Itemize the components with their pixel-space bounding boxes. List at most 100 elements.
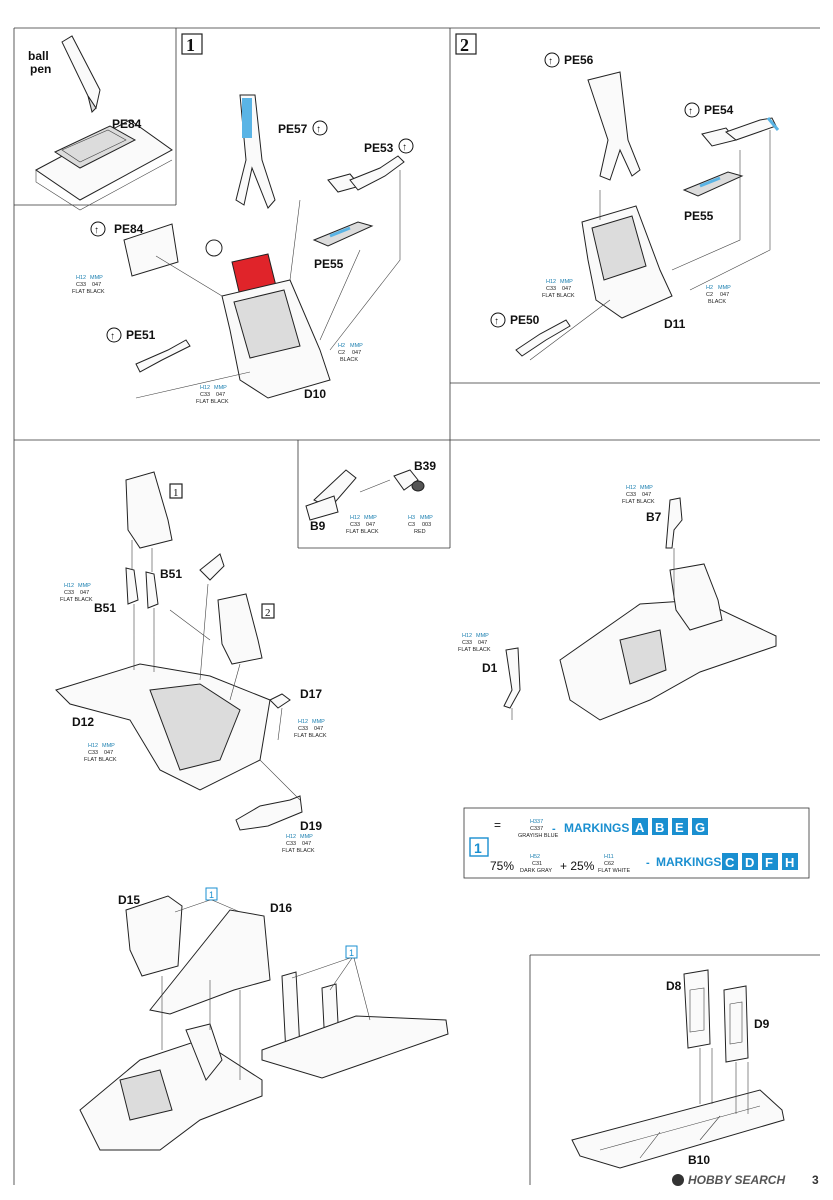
svg-text:DARK GRAY: DARK GRAY	[520, 868, 552, 874]
tool-label-ball: ball	[28, 49, 49, 63]
svg-text:MMP: MMP	[364, 515, 377, 521]
bottom-assembly: D15 1 D16 1	[79, 887, 449, 1151]
svg-text:1: 1	[349, 948, 354, 958]
svg-text:+ 25%: + 25%	[560, 859, 595, 873]
svg-text:MMP: MMP	[718, 285, 731, 291]
svg-text:047: 047	[314, 726, 323, 732]
d1-part	[503, 647, 521, 709]
svg-text:1: 1	[173, 487, 179, 499]
svg-text:C3: C3	[408, 522, 415, 528]
svg-text:H12: H12	[626, 485, 636, 491]
svg-text:MARKINGS: MARKINGS	[564, 821, 629, 835]
svg-text:MMP: MMP	[300, 834, 313, 840]
photo-etch-icon	[684, 102, 700, 118]
pe50-label: PE50	[510, 313, 540, 327]
paint-chip-b39: H3 MMP C3 003 RED	[408, 515, 433, 535]
svg-text:H11: H11	[604, 854, 614, 860]
b51-label-b: B51	[94, 601, 116, 615]
svg-text:MMP: MMP	[78, 583, 91, 589]
svg-text:H2: H2	[706, 285, 713, 291]
cockpit-assembly: 1 2 B51 B51 D12 D17 D19	[55, 471, 322, 833]
svg-text:-: -	[552, 823, 556, 835]
svg-text:047: 047	[478, 640, 487, 646]
svg-text:C33: C33	[350, 522, 360, 528]
b10-plate	[571, 1089, 785, 1169]
paint-chip-d11-a: H12 MMP C33 047 FLAT BLACK	[542, 279, 575, 299]
d10-label: D10	[304, 387, 326, 401]
pe55-pad	[682, 171, 744, 197]
svg-text:H12: H12	[76, 275, 86, 281]
svg-text:H12: H12	[298, 719, 308, 725]
svg-text:MMP: MMP	[214, 385, 227, 391]
svg-text:047: 047	[104, 750, 113, 756]
pe57-belt	[235, 94, 276, 209]
step-2-panel: 2	[455, 33, 477, 55]
photo-etch-icon	[490, 312, 506, 328]
b51-right	[145, 571, 159, 609]
svg-text:H337: H337	[530, 819, 543, 825]
paint-chip-b51: H12 MMP C33 047 FLAT BLACK	[60, 583, 93, 603]
paint-chip-b7: H12 MMP C33 047 FLAT BLACK	[622, 485, 655, 505]
b10-label: B10	[688, 1153, 710, 1167]
photo-etch-icon	[398, 138, 414, 154]
svg-text:MMP: MMP	[476, 633, 489, 639]
pe56-belt	[587, 71, 641, 181]
svg-text:MARKINGS: MARKINGS	[656, 855, 721, 869]
paint-chip-b9: H12 MMP C33 047 FLAT BLACK	[346, 515, 379, 535]
cockpit-final	[79, 1039, 263, 1151]
svg-text:MMP: MMP	[312, 719, 325, 725]
d16-label: D16	[270, 901, 292, 915]
b39-part	[393, 469, 419, 491]
d17-part	[269, 693, 291, 709]
svg-text:1: 1	[474, 840, 482, 856]
d15-label: D15	[118, 893, 140, 907]
svg-text:RED: RED	[414, 529, 426, 535]
svg-text:047: 047	[720, 292, 729, 298]
step-2-assembly: ↑ PE56 ↑ PE54 PE55 D11 ↑ PE50	[490, 52, 780, 361]
svg-text:MMP: MMP	[102, 743, 115, 749]
pe51-strap	[135, 339, 191, 373]
svg-text:FLAT BLACK: FLAT BLACK	[196, 399, 229, 405]
svg-text:H12: H12	[64, 583, 74, 589]
b39-label: B39	[414, 459, 436, 473]
svg-text:FLAT BLACK: FLAT BLACK	[72, 289, 105, 295]
pe55-pad	[312, 221, 374, 247]
pe51-label: PE51	[126, 328, 156, 342]
floor-plate	[261, 1015, 449, 1079]
svg-text:H12: H12	[462, 633, 472, 639]
pe84-part	[123, 223, 179, 277]
svg-text:1: 1	[209, 890, 214, 900]
svg-text:D: D	[745, 855, 754, 870]
b7-label: B7	[646, 510, 662, 524]
paint-chip-d17: H12 MMP C33 047 FLAT BLACK	[294, 719, 327, 739]
svg-text:MMP: MMP	[90, 275, 103, 281]
svg-text:H12: H12	[546, 279, 556, 285]
paint-chip-d10-a: H12 MMP C33 047 FLAT BLACK	[72, 275, 105, 295]
svg-text:FLAT BLACK: FLAT BLACK	[458, 647, 491, 653]
page-number: 3	[812, 1173, 819, 1187]
svg-text:↑: ↑	[402, 142, 407, 153]
svg-text:BLACK: BLACK	[340, 357, 358, 363]
svg-text:FLAT BLACK: FLAT BLACK	[542, 293, 575, 299]
svg-text:047: 047	[562, 286, 571, 292]
svg-text:C33: C33	[286, 841, 296, 847]
detail-circle	[205, 239, 223, 257]
svg-text:H3: H3	[408, 515, 415, 521]
step-1-assembly: PE57 ↑ PE53 ↑ PE55 PE84 ↑ D10 PE51 ↑	[90, 94, 414, 401]
svg-text:MMP: MMP	[560, 279, 573, 285]
paint-chip-d10-b: H2 MMP C2 047 BLACK	[338, 343, 363, 363]
svg-text:H: H	[785, 855, 794, 870]
electronics-panel: D8 D9 B10	[571, 969, 785, 1169]
svg-text:FLAT WHITE: FLAT WHITE	[598, 868, 631, 874]
svg-text:047: 047	[352, 350, 361, 356]
pe84-inset-label: PE84	[112, 117, 142, 131]
svg-text:MMP: MMP	[350, 343, 363, 349]
cockpit-b7-d1: B7 D1	[482, 497, 777, 721]
svg-text:C33: C33	[200, 392, 210, 398]
svg-text:C33: C33	[462, 640, 472, 646]
b51-label-a: B51	[160, 567, 182, 581]
step-number-box	[455, 33, 477, 55]
svg-text:047: 047	[366, 522, 375, 528]
svg-text:H2: H2	[338, 343, 345, 349]
svg-text:FLAT BLACK: FLAT BLACK	[294, 733, 327, 739]
